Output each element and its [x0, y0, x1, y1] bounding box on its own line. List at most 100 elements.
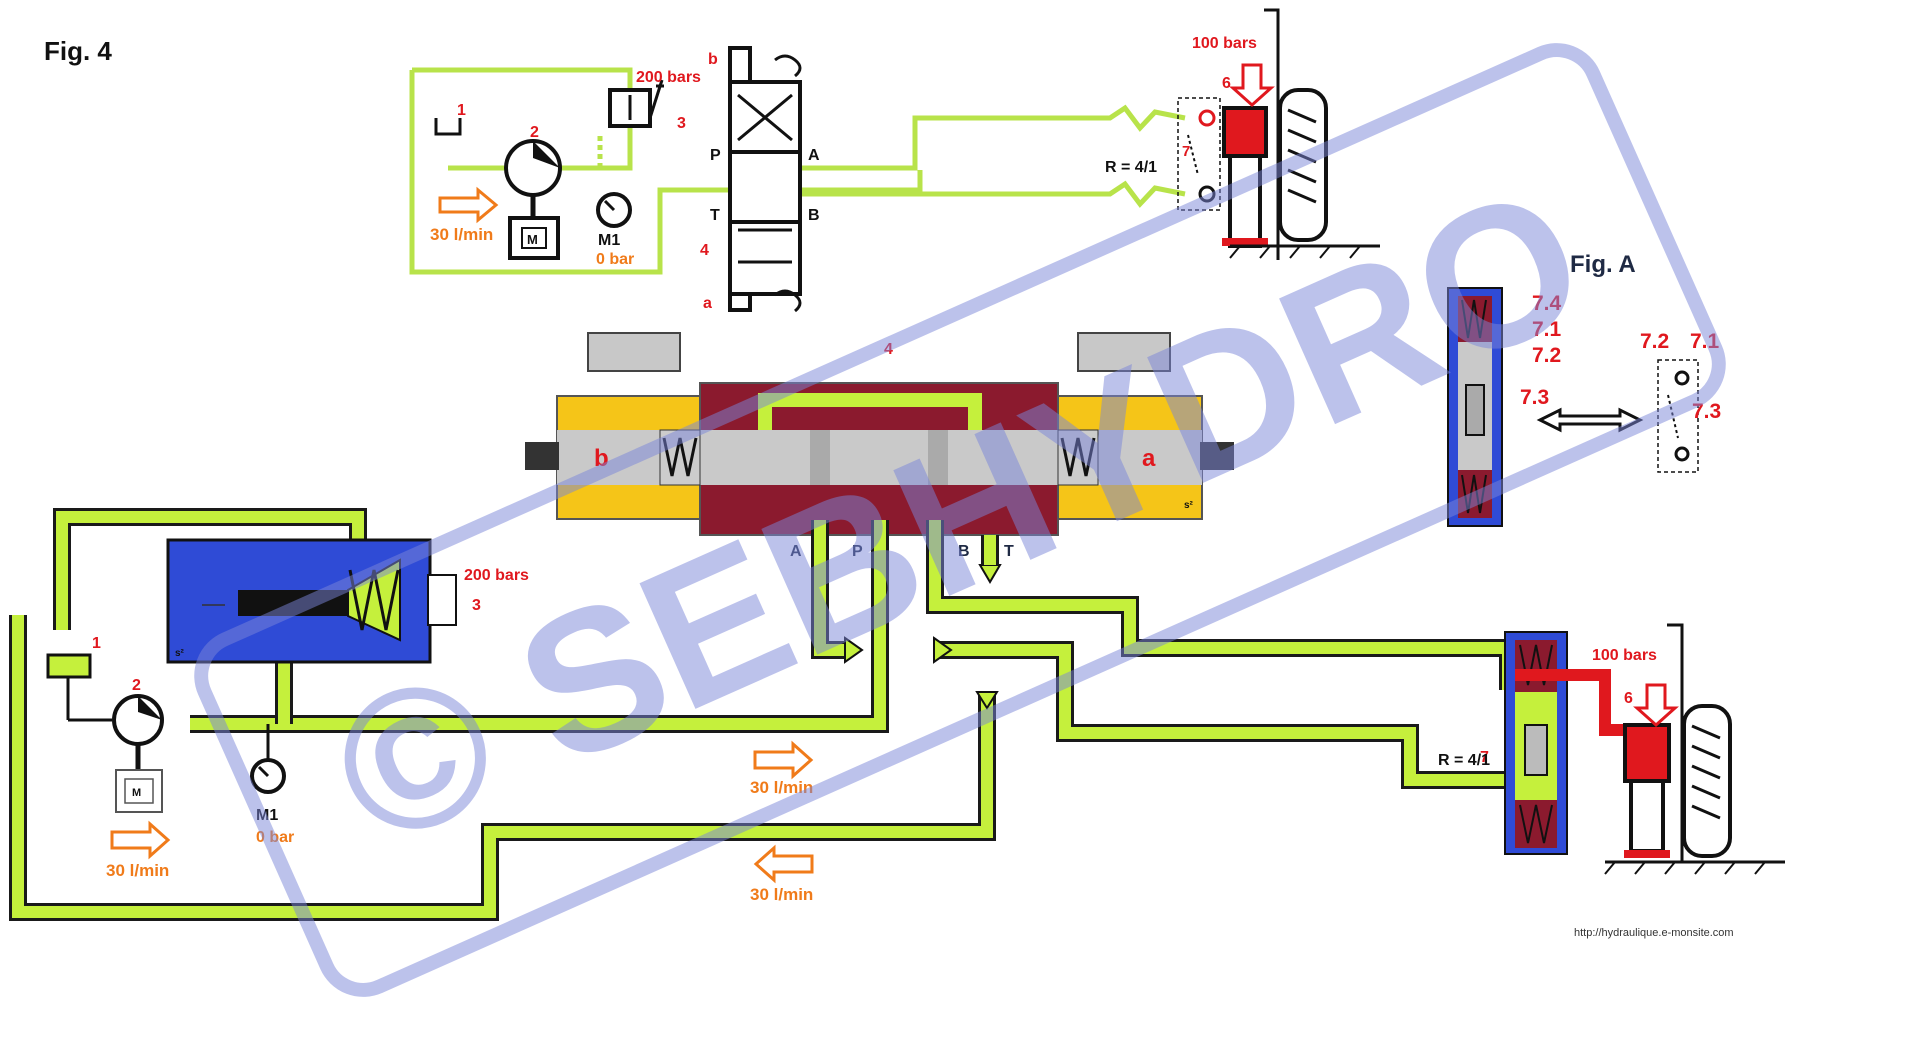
cylinder-number: 6 — [1222, 75, 1231, 92]
tank-number: 1 — [457, 102, 466, 119]
cutaway-port-t: T — [1004, 543, 1014, 560]
pushpin-a — [1200, 442, 1234, 470]
s2-mark-a: s² — [1184, 500, 1194, 511]
pilot-check-ball-top — [1198, 109, 1216, 127]
arrow-port-b-icon — [933, 636, 953, 664]
flow-arrow-pump-icon — [110, 820, 171, 860]
load-line-red — [1515, 669, 1630, 736]
valve-cross-arrows — [737, 93, 793, 142]
fig-a-piston — [1465, 384, 1485, 436]
pilot-line — [1187, 134, 1199, 176]
pipe-port-a — [814, 520, 850, 656]
port-b-label: B — [808, 207, 820, 224]
solenoid-a-label: a — [703, 295, 712, 312]
fig-a-label-7-2: 7.2 — [1532, 344, 1561, 367]
cutaway-cylinder-number: 6 — [1624, 690, 1633, 707]
flow-arrow-return-icon — [753, 844, 814, 884]
schematic-top-line — [412, 67, 633, 95]
cylinder-foot — [1624, 850, 1670, 858]
schematic-a-line — [800, 104, 1186, 171]
coil-a-cap — [1077, 332, 1171, 372]
gauge-needle — [257, 765, 270, 778]
watermark-border — [194, 43, 1726, 997]
port-t-label: T — [710, 207, 720, 224]
wheel-tread — [1691, 724, 1721, 820]
cutaway-flow-pump: 30 l/min — [106, 861, 169, 880]
tank-icon — [46, 653, 92, 679]
wheel-icon — [1682, 704, 1732, 858]
cutaway-pump-number: 2 — [132, 677, 141, 694]
pump-number: 2 — [530, 124, 539, 141]
gauge-name: M1 — [598, 232, 620, 249]
motor-inner — [124, 778, 154, 804]
pipe-pressure — [190, 520, 886, 730]
fig-a-symbol-ball-bottom — [1674, 446, 1690, 462]
cutaway-pilot-number: 7 — [1480, 749, 1489, 766]
pipe-cylinder-outer — [935, 641, 1508, 789]
port-a-label: A — [808, 147, 820, 164]
cutaway-solenoid-a: a — [1142, 445, 1156, 472]
load-arrow-icon — [1229, 63, 1275, 108]
load-arrow-icon — [1633, 683, 1679, 728]
load-pressure: 100 bars — [1192, 35, 1257, 52]
cylinder-body — [1629, 779, 1665, 853]
spring-a-icon — [1060, 437, 1096, 477]
fig-a-label-7-4: 7.4 — [1532, 292, 1562, 315]
cylinder-body — [1228, 154, 1262, 248]
internal-gallery — [758, 393, 982, 430]
spool-land-2 — [928, 430, 948, 485]
schematic-b-line — [800, 180, 1186, 208]
spool-land-1 — [810, 430, 830, 485]
pipe-cylinder — [935, 644, 1508, 786]
source-url[interactable]: http://hydraulique.e-monsite.com — [1574, 927, 1734, 939]
fig-a-label-7-1: 7.1 — [1532, 318, 1562, 341]
gauge-value: 0 bar — [596, 251, 634, 268]
valve-number: 4 — [700, 242, 709, 259]
pilot-number: 7 — [1182, 143, 1190, 160]
pilot-ratio: R = 4/1 — [1105, 159, 1157, 176]
fig-a-label-7-3: 7.3 — [1520, 386, 1549, 409]
spring-b-icon — [774, 54, 802, 78]
relief-spring-icon — [648, 79, 664, 119]
pipe-tank-relief — [56, 511, 364, 630]
tank-icon — [434, 118, 462, 136]
spring-a-icon — [774, 289, 802, 313]
gauge-needle — [603, 199, 616, 212]
figure-title: Fig. 4 — [44, 36, 112, 66]
pipe-return — [12, 615, 993, 918]
motor-label: M — [527, 232, 538, 247]
flow-arrow-a-icon — [753, 740, 814, 780]
coil-b-cap — [587, 332, 681, 372]
pump-arrow-icon — [138, 696, 162, 720]
fig-a-spring-top-icon — [1461, 299, 1487, 339]
top-schematic: 1 2 M 30 l/min M1 0 bar 200 bars 3 b — [409, 8, 1380, 313]
cutaway-motor: M — [132, 787, 141, 799]
fig-a-symbol-ball-top — [1674, 370, 1690, 386]
cutaway-load-pressure: 100 bars — [1592, 647, 1657, 664]
cutaway-flow-return: 30 l/min — [750, 885, 813, 904]
cylinder-head — [1623, 723, 1671, 783]
motor-inner — [521, 227, 547, 249]
ground-hatch — [1229, 245, 1361, 259]
cutaway-tank-number: 1 — [92, 635, 101, 652]
pushpin-b — [525, 442, 559, 470]
relief-pressure: 200 bars — [636, 69, 701, 86]
cutaway-port-a: A — [790, 543, 802, 560]
cutaway-flow-a: 30 l/min — [750, 778, 813, 797]
relief-adjuster — [427, 574, 457, 626]
cylinder-foot — [1222, 238, 1268, 246]
ground-hatch — [1604, 861, 1766, 875]
pump-arrow-icon — [533, 141, 560, 168]
port-p-label: P — [710, 147, 721, 164]
valve-bore — [700, 430, 1058, 485]
fig-a-title: Fig. A — [1570, 251, 1636, 278]
valve-parallel-arrows — [738, 228, 792, 264]
bottom-cylinder-assembly: 7 R = 4/1 100 bars 6 — [1438, 623, 1785, 875]
arrow-return-icon — [975, 691, 999, 710]
cutaway-relief-pressure: 200 bars — [464, 567, 529, 584]
cutaway-port-p: P — [852, 543, 863, 560]
cutaway-relief-number: 3 — [472, 597, 481, 614]
flow-arrow-icon — [438, 186, 499, 224]
